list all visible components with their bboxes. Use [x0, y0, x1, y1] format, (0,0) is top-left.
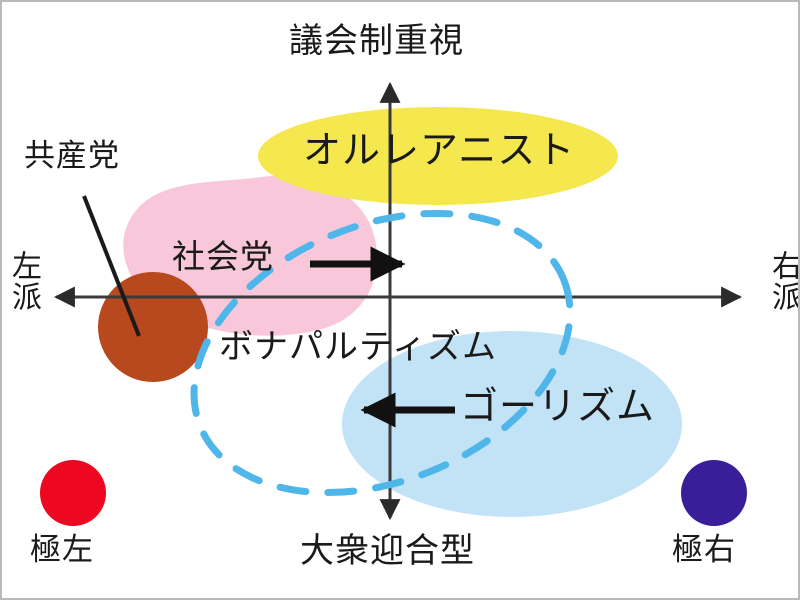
orleanist-region-shape [258, 107, 618, 205]
socialist-party-label: 社会党 [172, 237, 274, 276]
communist-pointer-line [82, 195, 141, 337]
axis-label-top: 議会制重視 [289, 21, 464, 61]
orleanist-label: オルレアニスト [303, 128, 576, 172]
legend-label-far-left: 極左 [30, 532, 94, 568]
legend-label-far-right: 極右 [672, 532, 736, 568]
bonapartism-label: ボナパルティズム [219, 327, 497, 367]
far-left-dot [40, 460, 106, 526]
gaullism-label: ゴーリズム [460, 384, 656, 428]
communist-party-label: 共産党 [24, 138, 120, 174]
axis-label-bottom: 大衆迎合型 [300, 531, 475, 571]
bonapartism-dashed-ellipse [190, 209, 574, 497]
far-right-dot [681, 460, 747, 526]
axis-label-right: 右派 [766, 250, 800, 312]
axis-label-left: 左派 [6, 250, 41, 312]
